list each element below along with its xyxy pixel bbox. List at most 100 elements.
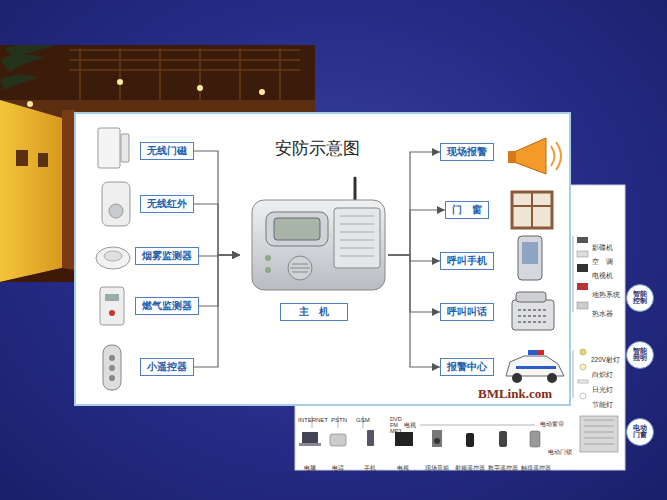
label-text: 影碟机 [592, 244, 613, 251]
device-label: 地热系统 [592, 283, 620, 301]
light-bar [528, 350, 538, 355]
device-label: GSM [356, 408, 370, 426]
antenna [354, 178, 357, 202]
label-text: 电脑 [304, 465, 316, 471]
palm-leaves [0, 45, 55, 90]
remote-icon [103, 345, 121, 390]
water-heater-icon [577, 302, 588, 309]
police-car [506, 356, 564, 376]
dvd-icon [577, 237, 588, 243]
watermark-text: BMLink.com [478, 386, 552, 401]
device-label: 电视 [404, 413, 416, 431]
feature-badge: 智能照明 [626, 341, 654, 369]
process-box: 无线红外 [140, 195, 194, 213]
wheel [512, 373, 522, 383]
process-box: 呼叫叫话 [440, 303, 494, 321]
node-text: 智能控制 [633, 291, 647, 305]
device-label: FM [390, 413, 398, 431]
desk-phone [512, 300, 554, 330]
node-text: 主 机 [280, 303, 348, 321]
label-text: 现场音箱 [425, 465, 449, 471]
device-label: 白炽灯 [592, 363, 613, 381]
gas-detector-icon [100, 287, 124, 325]
lamp-icon [580, 349, 586, 355]
screen-bezel [266, 212, 328, 246]
watermark: BMLink.com [478, 384, 552, 402]
wood-panel [62, 110, 75, 270]
touch-remote-icon [530, 431, 540, 447]
device-label: PSTN [331, 408, 347, 426]
node-text: 智能照明 [633, 348, 647, 362]
host-unit: 主 机 [240, 175, 388, 325]
window-frame [512, 192, 552, 228]
main-panel [75, 113, 570, 405]
connector [194, 255, 240, 367]
desk-keys [518, 310, 548, 322]
mobile-icon [367, 430, 374, 446]
label-text: 数字遥控器 [488, 465, 518, 471]
floor [0, 268, 75, 282]
label-text: 电视 [397, 465, 409, 471]
label-text: MP3 [390, 428, 401, 434]
ceiling-light [117, 79, 123, 85]
process-box: 小遥控器 [140, 358, 194, 376]
tube-icon [578, 380, 588, 383]
heater-icon [577, 283, 588, 290]
device-label: MP3 [390, 419, 401, 437]
node-text: 呼叫手机 [447, 255, 487, 267]
label-text: DVD [390, 416, 402, 422]
label-text: PSTN [331, 417, 347, 423]
process-box: 燃气监测器 [135, 297, 199, 315]
label-text: FM [390, 422, 398, 428]
diagram-title: 安防示意图 [275, 138, 360, 158]
device-label: 日光灯 [592, 378, 613, 396]
laptop-icon [302, 432, 318, 443]
laptop-base [299, 443, 321, 446]
shutter-lines [584, 420, 614, 444]
label-text: 地热系统 [592, 291, 620, 298]
remote-button [109, 355, 115, 361]
device-label: 触摸遥控器 [521, 456, 551, 474]
light-bar [538, 350, 544, 355]
ceiling-light [259, 89, 265, 95]
device-label: INTERNET [298, 408, 328, 426]
megaphone [514, 138, 546, 174]
device-label: 电脑 [304, 456, 316, 474]
process-box: 现场报警 [440, 143, 494, 161]
node-text: 无线红外 [147, 198, 187, 210]
megaphone-back [508, 151, 516, 163]
device-label: 电话 [332, 456, 344, 474]
process-box: 门 窗 [445, 201, 489, 219]
tv-icon [577, 264, 588, 272]
node-text: 燃气监测器 [142, 300, 192, 312]
label-text: 电动窗帘 [540, 421, 564, 427]
label-text: INTERNET [298, 417, 328, 423]
wheel [547, 373, 557, 383]
label-text: 手机 [364, 465, 376, 471]
device-label: 空 调 [592, 250, 613, 268]
label-text: 电视 [404, 422, 416, 428]
label-text: 白炽灯 [592, 371, 613, 378]
phone-icon [330, 434, 346, 446]
connector [388, 255, 440, 367]
smoke-detector-icon [96, 247, 130, 269]
connector [388, 255, 440, 312]
connector [194, 204, 240, 255]
sound-waves [551, 142, 561, 170]
gas-detector-screen [105, 294, 119, 301]
connector [388, 255, 440, 261]
remote-icon [499, 431, 507, 447]
device-button [265, 267, 271, 273]
mobile-screen [522, 242, 538, 264]
node-text: 呼叫叫话 [447, 306, 487, 318]
process-box: 报警中心 [440, 358, 494, 376]
remote-button [109, 375, 115, 381]
speaker-cone [434, 438, 440, 444]
ac-icon [577, 251, 588, 257]
ceiling-light [197, 85, 203, 91]
door-window-icon [580, 416, 618, 452]
label-text: 空 调 [592, 258, 613, 265]
device-label: 电视机 [592, 264, 613, 282]
remote-button [109, 365, 115, 371]
lamp-icon [580, 393, 586, 399]
